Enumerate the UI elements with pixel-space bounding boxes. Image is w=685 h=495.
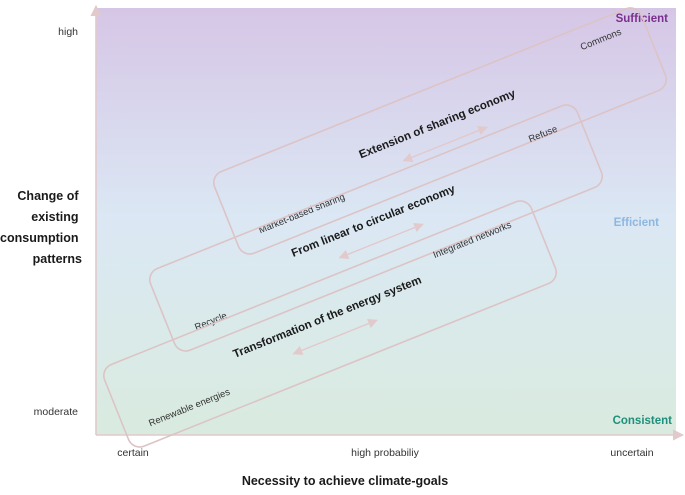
x-tick-uncertain: uncertain xyxy=(610,447,653,459)
y-tick-moderate: moderate xyxy=(34,406,79,418)
level-consistent: Consistent xyxy=(613,415,673,427)
band-outline xyxy=(212,7,668,255)
level-sufficient: Sufficient xyxy=(616,13,669,25)
band-double-arrow xyxy=(292,318,378,356)
x-tick-high-probability: high probabiliy xyxy=(351,447,419,459)
y-tick-high: high xyxy=(58,26,78,38)
band-outline xyxy=(102,200,558,448)
band-outline xyxy=(148,104,604,352)
x-axis-title: Necessity to achieve climate-goals xyxy=(242,474,448,488)
y-axis-title: Change of existing consumption patterns xyxy=(0,189,82,266)
band-double-arrow xyxy=(338,222,424,260)
plot-background xyxy=(96,8,676,435)
x-tick-certain: certain xyxy=(117,447,149,459)
level-efficient: Efficient xyxy=(614,217,660,229)
band-double-arrow xyxy=(402,125,488,163)
